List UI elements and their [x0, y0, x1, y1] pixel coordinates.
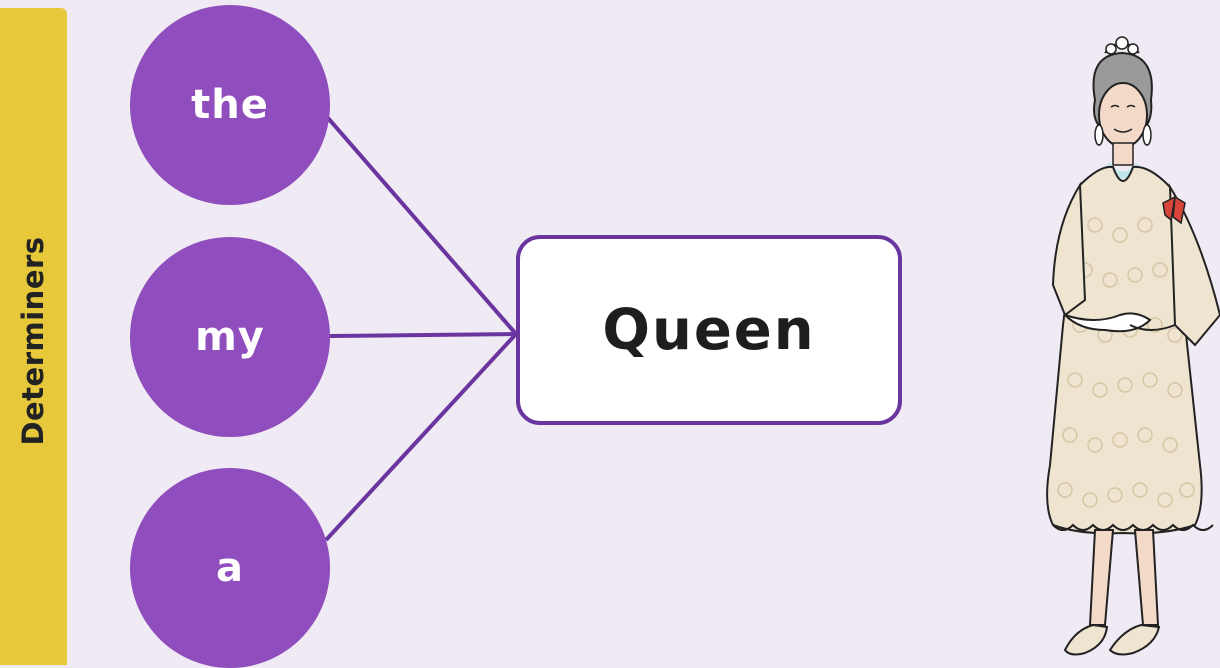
determiner-circle-the[interactable]: the: [130, 5, 330, 205]
determiner-label: the: [191, 82, 269, 128]
determiner-label: my: [195, 314, 265, 360]
connector-the: [326, 116, 518, 336]
determiner-circle-my[interactable]: my: [130, 237, 330, 437]
queen-figure-icon: [1046, 36, 1220, 656]
side-tab: Determiners: [0, 8, 67, 665]
noun-box[interactable]: Queen: [516, 235, 902, 425]
connector-my: [329, 332, 517, 338]
determiner-circle-a[interactable]: a: [130, 468, 330, 668]
connector-a: [324, 332, 518, 542]
noun-label: Queen: [602, 297, 816, 363]
determiner-label: a: [216, 545, 244, 591]
